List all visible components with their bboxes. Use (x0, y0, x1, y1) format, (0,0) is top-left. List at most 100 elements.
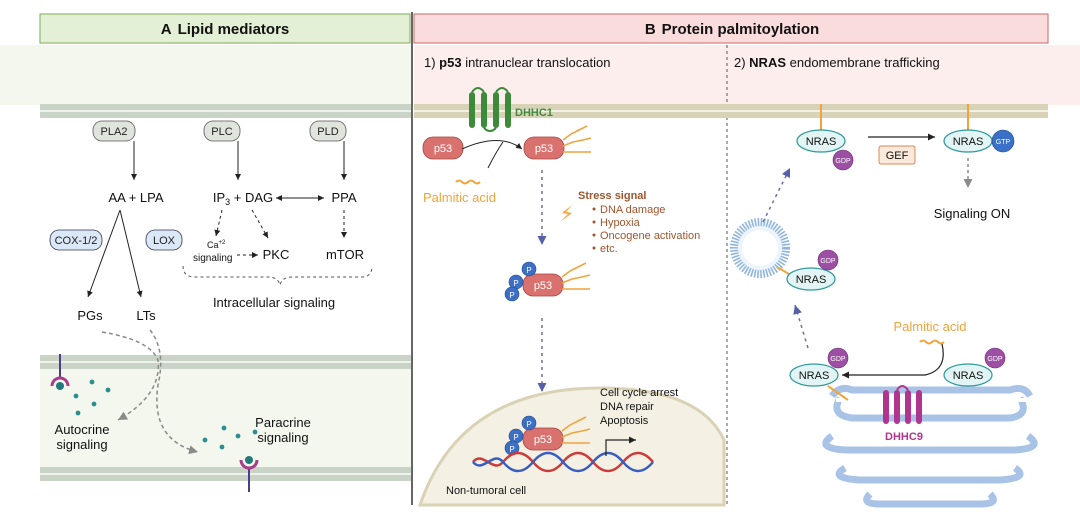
svg-text:NRAS: NRAS (806, 136, 837, 148)
stress-title: Stress signal (578, 190, 646, 202)
svg-text:P: P (513, 433, 518, 442)
svg-text:NRAS: NRAS (796, 274, 827, 286)
plasma-membrane-a-bottom (40, 467, 411, 481)
panel-b-header (413, 13, 1049, 44)
lox-badge: LOX (145, 229, 183, 251)
stress-item: Oncogene activation (600, 230, 700, 242)
lightning-icon (560, 205, 572, 222)
stress-list: DNA damage Hypoxia Oncogene activation e… (592, 204, 700, 255)
nras-gtp: NRAS GTP (943, 129, 1015, 153)
stress-item: DNA damage (600, 204, 665, 216)
ip3-dag-label: IP3 + DAG (213, 190, 273, 207)
plc-enzyme: PLC (203, 120, 241, 142)
svg-text:P: P (513, 279, 518, 288)
pld-enzyme: PLD (309, 120, 347, 142)
svg-text:p53: p53 (534, 280, 552, 292)
vesicle (730, 218, 790, 278)
intracellular-bracket (182, 265, 373, 286)
svg-text:GDP: GDP (830, 356, 846, 363)
svg-text:p53: p53 (535, 143, 553, 155)
svg-text:LOX: LOX (153, 235, 176, 247)
dag-pkc-arrow (251, 209, 269, 239)
dhhc1-protein (469, 87, 511, 132)
dna-helix (472, 451, 654, 473)
mtor-label: mTOR (326, 247, 364, 262)
autocrine-label-1: Autocrine (55, 422, 110, 437)
extracellular-space-a (40, 369, 411, 467)
subtitle-nras: 2) NRAS endomembrane trafficking (734, 55, 940, 70)
palmitic-acid-icon (455, 179, 481, 185)
gef-box: GEF (878, 145, 916, 165)
svg-text:PLD: PLD (317, 126, 338, 138)
svg-text:PLC: PLC (211, 126, 232, 138)
golgi-apparatus (822, 396, 1038, 508)
non-tumoral-label: Non-tumoral cell (446, 485, 526, 497)
palmitoylation-arrow (461, 140, 523, 150)
pgs-label: PGs (77, 308, 103, 323)
p53-unmodified: p53 (422, 136, 464, 160)
golgi-top-cover (836, 398, 1026, 402)
svg-text:p53: p53 (434, 143, 452, 155)
arrow-to-pgs (87, 209, 121, 298)
svg-text:GTP: GTP (996, 139, 1011, 146)
outcome-2: DNA repair (600, 401, 654, 413)
palmitic-acid-label: Palmitic acid (423, 190, 496, 205)
extracellular-bg-a (0, 45, 411, 105)
stress-item: Hypoxia (600, 217, 641, 229)
pink-bg-b (414, 45, 1080, 105)
svg-text:COX-1/2: COX-1/2 (55, 235, 98, 247)
svg-text:p53: p53 (534, 434, 552, 446)
palmitate-join (487, 141, 504, 169)
plasma-membrane-a (40, 104, 411, 118)
nras-gdp-vesicle: NRAS GDP (786, 249, 839, 291)
ligand-dots-autocrine (73, 379, 111, 416)
nras-gdp-golgi-left: NRAS GDP (789, 347, 849, 387)
p53-phosphorylated: p53 P P P (504, 261, 591, 302)
paracrine-receptor (239, 456, 259, 492)
intracellular-label: Intracellular signaling (213, 295, 335, 310)
dhhc9-label: DHHC9 (885, 431, 923, 443)
golgi-membrane-top (829, 385, 1034, 399)
ca-label: Ca+2 (207, 240, 226, 250)
autocrine-label-2: signaling (56, 437, 107, 452)
svg-text:P: P (526, 266, 531, 275)
panel-a-letter: A (161, 21, 172, 38)
nras-gdp-golgi-right: NRAS GDP (943, 347, 1006, 387)
svg-text:GDP: GDP (820, 258, 836, 265)
plasma-membrane-a-lower (40, 355, 411, 369)
palmitic-acid-icon-2 (919, 339, 945, 345)
svg-text:NRAS: NRAS (799, 370, 830, 382)
outcome-3: Apoptosis (600, 415, 649, 427)
paracrine-path (149, 329, 199, 455)
svg-text:GEF: GEF (886, 150, 909, 162)
outcome-1: Cell cycle arrest (600, 387, 678, 399)
aa-lpa-label: AA + LPA (108, 190, 163, 205)
ip3-ca-arrow (214, 209, 223, 237)
panel-b-title: Protein palmitoylation (662, 21, 820, 38)
svg-text:NRAS: NRAS (953, 136, 984, 148)
transcription-arrow (605, 436, 636, 456)
svg-text:GDP: GDP (835, 158, 851, 165)
svg-text:P: P (509, 445, 514, 454)
dhhc1-label: DHHC1 (515, 107, 553, 119)
panel-a-header (39, 13, 411, 44)
svg-text:PLA2: PLA2 (101, 126, 128, 138)
subtitle-p53: 1) p53 intranuclear translocation (424, 55, 610, 70)
pla2-enzyme: PLA2 (92, 120, 136, 142)
svg-text:NRAS: NRAS (953, 370, 984, 382)
nras-gdp-membrane: NRAS GDP (796, 129, 854, 171)
paracrine-label-2: signaling (257, 430, 308, 445)
signaling-on-label: Signaling ON (934, 206, 1011, 221)
autocrine-receptor (50, 354, 70, 390)
paracrine-label-1: Paracrine (255, 415, 311, 430)
ppa-label: PPA (331, 190, 356, 205)
plasma-membrane-b (414, 104, 1048, 118)
panel-b-letter: B (645, 21, 656, 38)
golgi-palmitoylation-arrow (842, 343, 944, 379)
nucleus (417, 386, 726, 507)
nras-golgi-anchor (827, 385, 849, 401)
